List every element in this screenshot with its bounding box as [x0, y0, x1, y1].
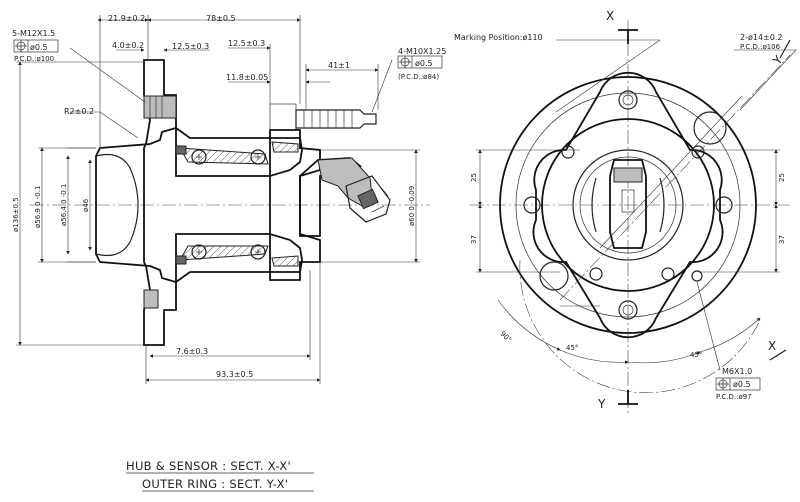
- dim-25-left: 25: [470, 173, 478, 182]
- hub-circle: [541, 118, 715, 292]
- dim-46: ø46: [82, 198, 90, 212]
- pcd-106: P.C.D.:ø106: [740, 43, 781, 51]
- mount-hole-bottom-left: [539, 261, 569, 291]
- hub-flange-outline: [95, 59, 177, 346]
- front-dimensions: [476, 39, 797, 371]
- dim-7-6: 7.6±0.3: [176, 347, 208, 356]
- outer-bolt-head: [269, 103, 297, 131]
- dim-4: 4.0±0.2: [112, 41, 144, 50]
- outer-flange-circle: [499, 76, 757, 334]
- section-y-bottom: Y: [597, 397, 606, 411]
- pcd-circle: [515, 92, 741, 318]
- dim-56-4: ø56.4 0 -0.1: [60, 184, 68, 226]
- section-arrows-diagonal: [769, 39, 791, 361]
- dim-41: 41±1: [328, 61, 350, 70]
- section-titles: HUB & SENSOR : SECT. X-X' OUTER RING : S…: [126, 459, 314, 492]
- dimension-lines: [16, 15, 420, 384]
- ball-centers: [196, 154, 261, 255]
- pilot-lines: [66, 147, 96, 263]
- pcd-97: P.C.D.:ø97: [716, 393, 752, 401]
- dim-37-right: 37: [778, 235, 786, 244]
- title-line-2: OUTER RING : SECT. Y-X': [142, 477, 288, 491]
- center-rect: [621, 189, 635, 213]
- section-line-detail: [599, 95, 743, 249]
- connector-latch: [371, 183, 389, 213]
- lower-race-hatch: [179, 245, 269, 261]
- hub-center-detail: [609, 159, 647, 249]
- title-line-1: HUB & SENSOR : SECT. X-X': [126, 459, 291, 473]
- connector-pins: [357, 188, 379, 210]
- sensor-element: [613, 167, 643, 183]
- bolt2-spec: 4-M10X1.25: [398, 47, 446, 56]
- dim-78: 78±0.5: [206, 14, 236, 23]
- dim-11-8: 11.8±0.05: [226, 73, 268, 82]
- outer-race-hatch-bottom: [271, 255, 299, 267]
- angle-45-right: 45°: [690, 351, 702, 359]
- outer-race-hatch-top: [271, 141, 299, 153]
- section-view: 21.9±0.2 78±0.5 5-M12X1.5 ø0.5 P.C.D.:ø1…: [12, 14, 446, 384]
- dim-25-right: 25: [778, 173, 786, 182]
- pilot-circle: [572, 149, 684, 261]
- ball-2: [250, 149, 266, 165]
- m6-hole: [691, 270, 703, 282]
- dim-56-9: ø56.9 0 -0.1: [34, 186, 42, 228]
- upper-race-hatch: [179, 147, 269, 165]
- r2: R2±0.2: [64, 107, 94, 116]
- wheel-bolt-bottom: [143, 289, 159, 309]
- dim-12-5-b: 12.5±0.3: [228, 39, 265, 48]
- ball-3: [191, 244, 207, 260]
- pcd-84: (P.C.D.:ø84): [398, 73, 439, 81]
- tol3-value: ø0.5: [733, 380, 751, 389]
- dim-37-left: 37: [470, 235, 478, 244]
- ball-4: [250, 244, 266, 260]
- front-view: X X Y Y Marking Position:ø110 2-ø14±0.2 …: [454, 9, 797, 415]
- marking-position: Marking Position:ø110: [454, 33, 543, 42]
- bolt-holes: [523, 90, 733, 320]
- section-y-line: [559, 54, 791, 301]
- tol2-value: ø0.5: [415, 59, 433, 68]
- holes-spec: 2-ø14±0.2: [740, 33, 782, 42]
- wheel-bolt-top: [143, 95, 177, 119]
- pcd-100: P.C.D.:ø100: [14, 55, 54, 63]
- angle-90: 90°: [499, 330, 513, 344]
- dim-21-9: 21.9±0.2: [108, 14, 145, 23]
- bolt-spec: 5-M12X1.5: [12, 29, 55, 38]
- pcd-arc: [519, 259, 761, 393]
- section-x-arrow-top: [618, 29, 638, 44]
- lobed-flange: [532, 71, 724, 339]
- section-y-arrow-bottom: [618, 390, 638, 405]
- section-x-bottom: X: [768, 339, 776, 353]
- seal-bottom: [175, 255, 187, 265]
- dim-93-3: 93.3±0.5: [216, 370, 253, 379]
- angle-45-left: 45°: [566, 344, 578, 352]
- outer-bolt-shank: [295, 109, 377, 129]
- section-y-top: Y: [769, 52, 786, 68]
- section-x-top: X: [606, 9, 614, 23]
- seal-top: [175, 145, 187, 155]
- m6-spec: M6X1.0: [722, 367, 752, 376]
- fcf-bottom: [715, 377, 761, 391]
- dim-136: ø136±0.5: [12, 197, 20, 232]
- dim-12-5-a: 12.5±0.3: [172, 42, 209, 51]
- sensor-connector: [345, 175, 391, 223]
- pilot-recess: [95, 153, 139, 257]
- tol-value: ø0.5: [30, 43, 48, 52]
- hub-body: [175, 126, 303, 177]
- mount-hole-top-right: [693, 111, 727, 145]
- hub-body-lower: [175, 233, 303, 284]
- inner-circle: [579, 156, 677, 254]
- fcf-right: [397, 55, 443, 69]
- dim-60: ø60 0 -0.09: [408, 186, 416, 226]
- ball-1: [191, 149, 207, 165]
- fcf-left: [13, 39, 59, 53]
